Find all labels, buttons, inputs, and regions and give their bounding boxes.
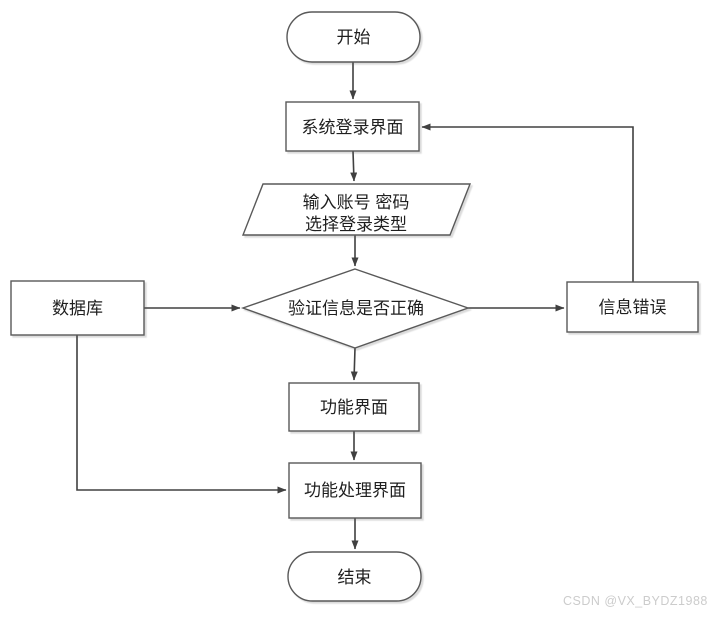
function-rect-shape [288, 382, 420, 432]
input-label-line2: 选择登录类型 [305, 215, 407, 234]
input-parallelogram-shape [241, 183, 472, 236]
database-rect-shape [10, 280, 145, 336]
info-error-rect-shape [566, 281, 699, 333]
node-verify-decision: 验证信息是否正确 [240, 268, 471, 349]
node-login-screen: 系统登录界面 [285, 101, 420, 152]
info-error-label: 信息错误 [599, 298, 667, 317]
node-info-error: 信息错误 [566, 281, 699, 333]
node-input-credentials: 输入账号 密码 选择登录类型 [241, 183, 472, 236]
edge-decision-to-function [350, 347, 358, 381]
node-function-process-screen: 功能处理界面 [288, 462, 422, 519]
login-rect-shape [285, 101, 420, 152]
function-label: 功能界面 [320, 398, 388, 417]
decision-diamond-shape [240, 268, 471, 349]
decision-label: 验证信息是否正确 [288, 299, 424, 318]
edge-database-to-process [76, 335, 287, 494]
database-label: 数据库 [52, 299, 103, 318]
node-function-screen: 功能界面 [288, 382, 420, 432]
end-label: 结束 [338, 568, 372, 587]
edge-error-to-login [421, 123, 634, 282]
node-database: 数据库 [10, 280, 145, 336]
edge-login-to-input [350, 150, 358, 182]
node-end: 结束 [287, 551, 422, 602]
end-stadium-shape [287, 551, 422, 602]
function-process-rect-shape [288, 462, 422, 519]
start-stadium-shape [286, 11, 421, 63]
node-layer: 开始 系统登录界面 输入账号 密码 选择登录类型 验证信息是否正确 数据 [10, 11, 699, 602]
start-label: 开始 [337, 28, 371, 47]
login-label: 系统登录界面 [302, 118, 404, 137]
node-start: 开始 [286, 11, 421, 63]
function-process-label: 功能处理界面 [304, 481, 406, 500]
watermark-text: CSDN @VX_BYDZ1988 [563, 594, 707, 608]
input-label-line1: 输入账号 密码 [303, 193, 410, 212]
edge-layer [76, 62, 634, 550]
